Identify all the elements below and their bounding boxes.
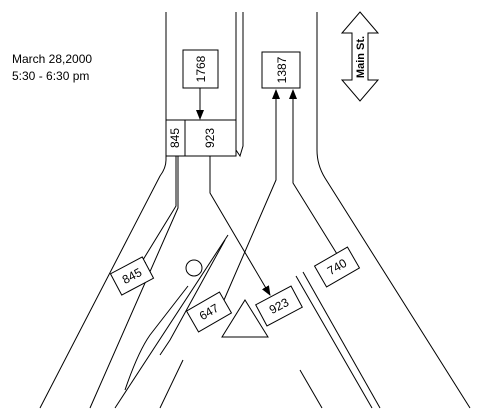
lane-box-845: 845	[165, 119, 186, 157]
date-label: March 28,2000	[12, 52, 92, 66]
left-turn-volume-box: 845	[109, 256, 155, 296]
northbound-volume-box: 1387	[261, 51, 301, 89]
flow-arrows	[137, 88, 338, 301]
arrow-right-north	[289, 89, 338, 255]
lane-volume-923: 923	[203, 128, 217, 148]
right-in-volume-box: 740	[313, 246, 361, 288]
through-volume-box: 923	[255, 285, 303, 327]
arrow-through	[209, 156, 271, 296]
ramp-volume-box: 647	[185, 291, 233, 333]
northbound-volume: 1387	[275, 56, 289, 83]
arrow-left-turn	[137, 156, 177, 269]
road-edges	[39, 12, 471, 409]
main-street-direction-icon: Main St.	[340, 11, 380, 102]
signal-pole-icon	[185, 259, 203, 277]
time-range-label: 5:30 - 6:30 pm	[12, 69, 89, 83]
southbound-volume: 1768	[194, 55, 208, 82]
main-street-label: Main St.	[355, 36, 367, 78]
lane-box-923: 923	[184, 119, 237, 157]
southbound-volume-box: 1768	[182, 49, 219, 89]
arrow-ramp-north	[223, 89, 280, 301]
triangle-island-icon	[221, 299, 269, 338]
lane-volume-845: 845	[168, 128, 182, 148]
